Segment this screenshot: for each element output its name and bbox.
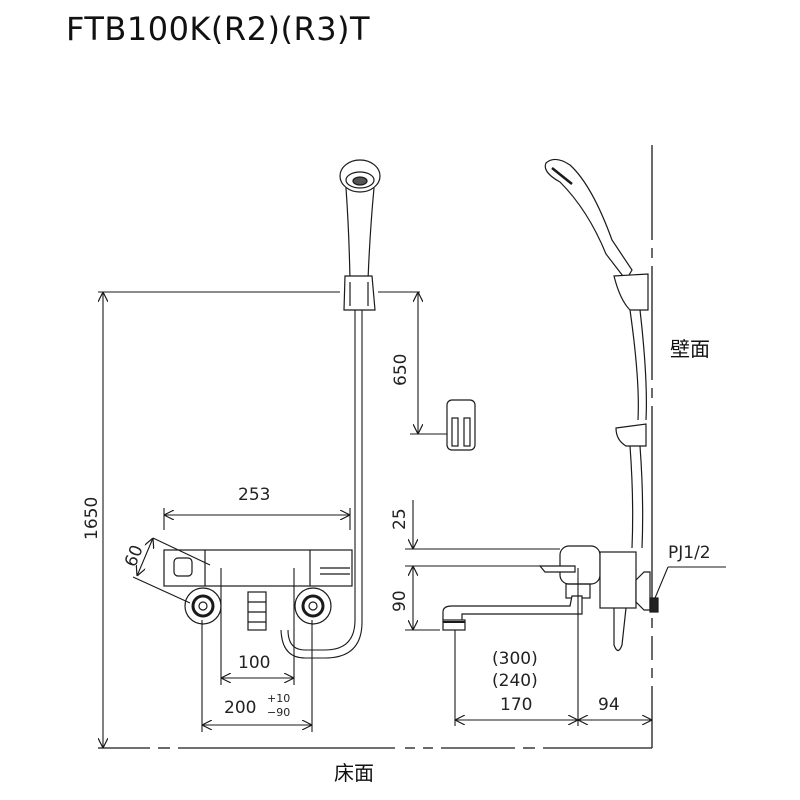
dim-100 — [220, 568, 295, 685]
dim-1650-label: 1650 — [82, 497, 102, 540]
dim-200 — [201, 620, 313, 732]
connection-label: PJ1/2 — [668, 543, 711, 563]
dim-94-label: 94 — [598, 695, 620, 715]
dim-pj-leader — [654, 566, 726, 599]
dim-25-90 — [405, 500, 560, 631]
shower-head-icon — [339, 159, 381, 311]
dim-650-label: 650 — [391, 354, 411, 386]
dim-60-label: 60 — [121, 542, 148, 570]
wall-label: 壁面 — [670, 337, 710, 361]
dim-170-94 — [454, 568, 652, 726]
floor-label: 床面 — [334, 761, 374, 785]
front-view — [163, 159, 476, 659]
dim-253-label: 253 — [238, 485, 270, 505]
dim-60 — [132, 538, 211, 604]
dim-650 — [410, 292, 447, 435]
dim-170-label: 170 — [500, 695, 532, 715]
dim-240-label: (240) — [492, 671, 538, 691]
dim-200-tol-minus: −90 — [267, 706, 290, 719]
dim-300-label: (300) — [492, 649, 538, 669]
dim-200-label: 200 — [224, 698, 256, 718]
model-title: FTB100K(R2)(R3)T — [66, 10, 371, 48]
dim-1650 — [98, 291, 420, 748]
dim-90-label: 90 — [390, 590, 410, 612]
side-view — [442, 158, 659, 652]
dim-253 — [163, 508, 351, 530]
dim-200-tol-plus: +10 — [267, 692, 290, 705]
dim-25-label: 25 — [390, 508, 410, 530]
dim-100-label: 100 — [238, 653, 270, 673]
